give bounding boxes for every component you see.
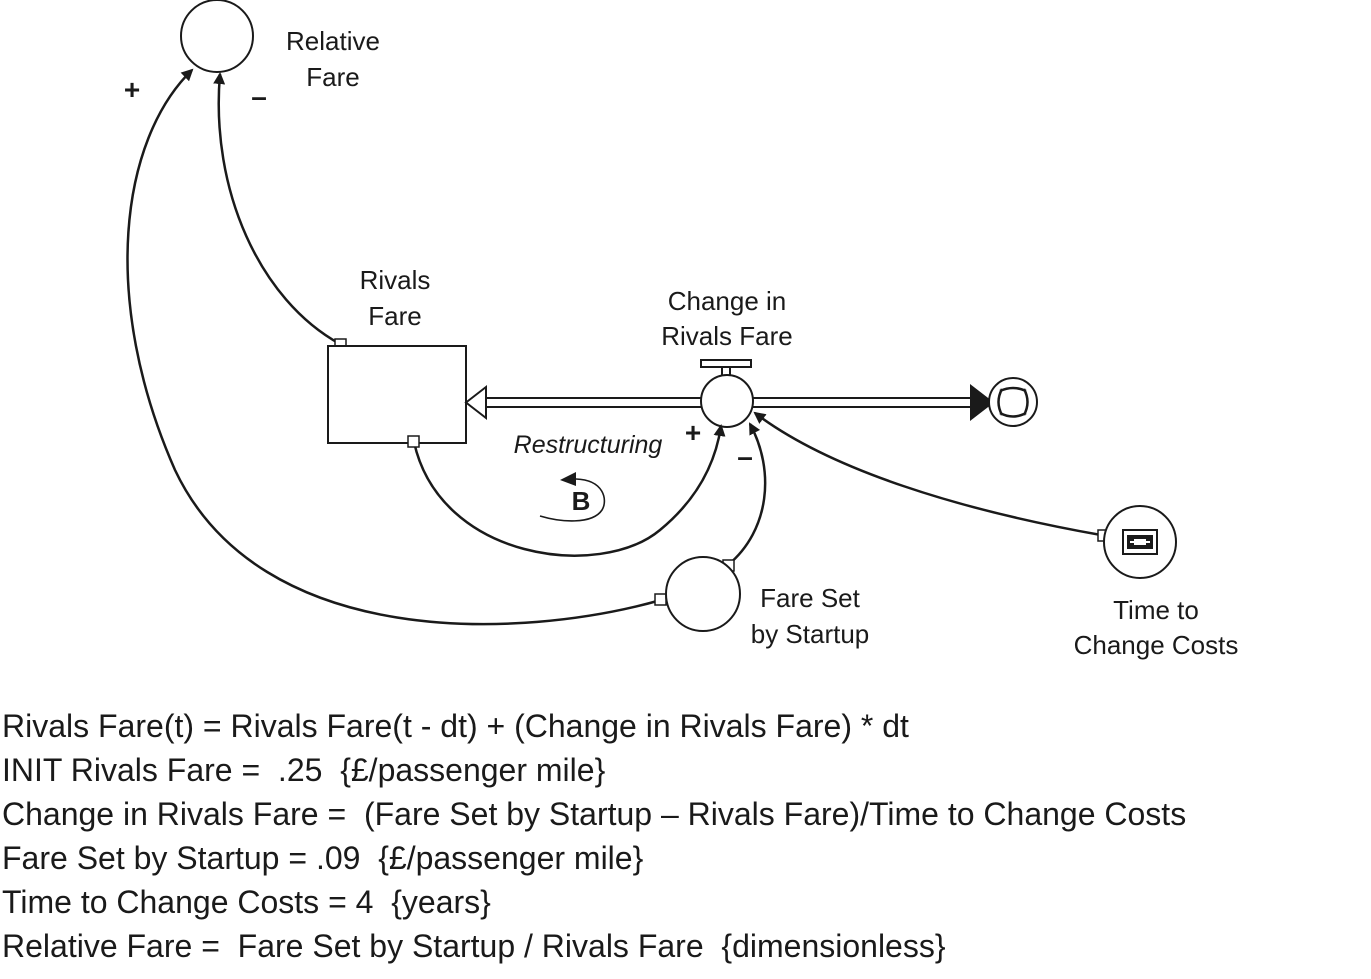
rivals-fare-box — [327, 345, 467, 444]
polarity-startup-to-change: – — [737, 441, 753, 472]
graphical-function-icon — [1122, 529, 1158, 555]
relative-fare-circle — [180, 0, 254, 73]
equation-line: Time to Change Costs = 4 {years} — [2, 884, 491, 920]
relative-fare-label-line1: Relative — [286, 26, 380, 56]
valve-circle — [700, 374, 754, 428]
flow-arrowhead — [464, 384, 487, 421]
link-origin-handle — [407, 435, 420, 448]
loop-arrow-icon — [560, 472, 576, 486]
equation-line: Relative Fare = Fare Set by Startup / Ri… — [2, 928, 946, 964]
equation-line: INIT Rivals Fare = .25 {£/passenger mile… — [2, 752, 606, 788]
rivals-fare-label-line1: Rivals — [360, 265, 431, 295]
loop-name: Restructuring — [514, 431, 663, 459]
link-rivals-to-relative — [213, 72, 341, 346]
time-to-change-costs-label-line2: Change Costs — [1074, 630, 1239, 660]
link-origin-handle — [654, 593, 667, 606]
loop-polarity: B — [572, 486, 591, 516]
equation-line: Change in Rivals Fare = (Fare Set by Sta… — [2, 796, 1187, 832]
polarity-rivals-to-relative: – — [251, 81, 267, 112]
rivals-fare-label-line2: Fare — [368, 301, 421, 331]
fare-set-by-startup-node[interactable]: Fare Set by Startup — [665, 556, 870, 649]
valve-handle-bar — [700, 359, 752, 368]
link-time-to-change — [753, 411, 1102, 537]
equation-line: Fare Set by Startup = .09 {£/passenger m… — [2, 840, 644, 876]
relative-fare-label-line2: Fare — [306, 62, 359, 92]
change-in-rivals-fare-valve[interactable]: Change in Rivals Fare — [661, 286, 793, 428]
change-in-rivals-fare-label-line2: Rivals Fare — [661, 321, 792, 351]
time-to-change-costs-node[interactable]: Time to Change Costs — [1074, 505, 1239, 660]
polarity-rivals-to-change: + — [685, 417, 701, 448]
equation-line: Rivals Fare(t) = Rivals Fare(t - dt) + (… — [2, 708, 909, 744]
flow-cloud-wedge — [970, 384, 994, 421]
change-in-rivals-fare-label-line1: Change in — [668, 286, 787, 316]
restructuring-loop-marker: Restructuring B — [514, 431, 663, 522]
link-rivals-to-change — [412, 424, 726, 557]
polarity-startup-to-relative: + — [124, 74, 140, 105]
rivals-fare-stock[interactable]: Rivals Fare — [327, 265, 467, 444]
time-to-change-costs-label-line1: Time to — [1113, 595, 1199, 625]
loop-arc-icon — [539, 478, 606, 522]
relative-fare-node[interactable]: Relative Fare — [180, 0, 380, 92]
fare-set-by-startup-label-line2: by Startup — [751, 619, 870, 649]
stock-flow-diagram: Relative Fare + – Rivals Fare Change in … — [124, 0, 1239, 660]
link-startup-to-change — [727, 422, 767, 566]
fare-set-by-startup-label-line1: Fare Set — [760, 583, 860, 613]
fare-set-by-startup-circle — [665, 556, 741, 632]
cloud-source-icon — [988, 377, 1038, 427]
link-startup-to-relative — [126, 68, 662, 626]
